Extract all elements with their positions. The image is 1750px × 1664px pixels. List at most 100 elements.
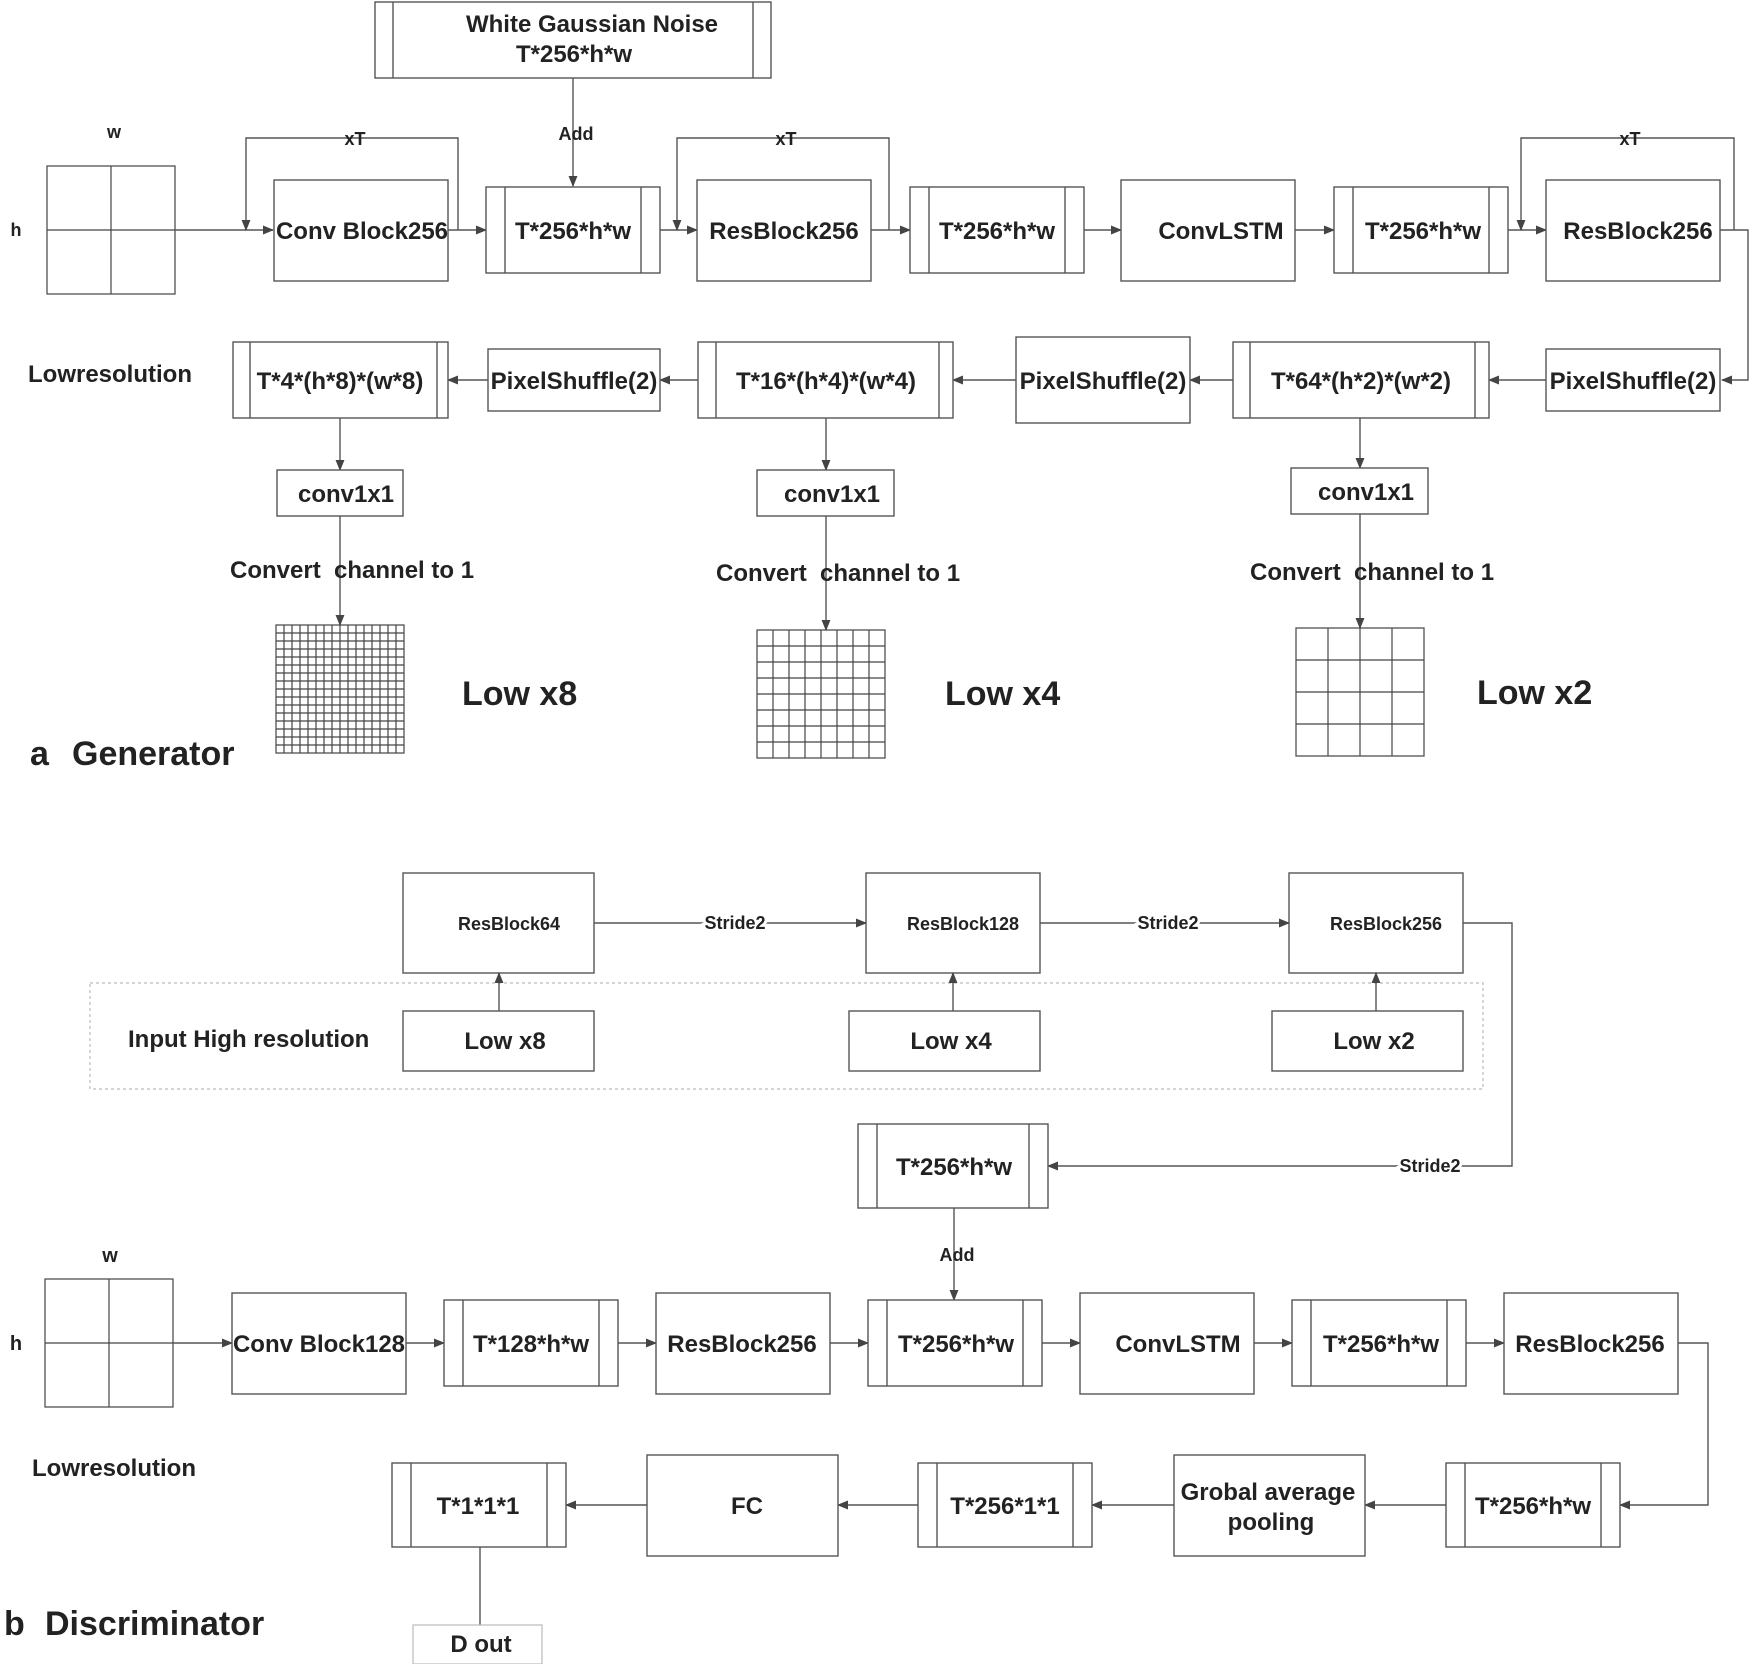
generator-pixelshuffle-2: PixelShuffle(2): [1015, 336, 1191, 424]
disc-input-low-x8: Low x8: [402, 1010, 595, 1072]
noise-title: White Gaussian Noise: [466, 11, 718, 38]
disc-tensor-in: T*256*h*w: [1445, 1462, 1621, 1548]
loop-label-1: xT: [344, 129, 365, 149]
svg-text:ResBlock256: ResBlock256: [1330, 914, 1442, 934]
svg-text:ResBlock256: ResBlock256: [709, 218, 858, 245]
disc-add-label: Add: [940, 1245, 975, 1265]
output-grid-x8: [275, 624, 405, 754]
svg-text:PixelShuffle(2): PixelShuffle(2): [1020, 368, 1187, 395]
svg-text:T*128*h*w: T*128*h*w: [473, 1331, 589, 1358]
noise-tensor-box: White Gaussian Noise T*256*h*w: [374, 1, 772, 79]
noise-add-label: Add: [559, 124, 594, 144]
svg-text:ResBlock256: ResBlock256: [667, 1331, 816, 1358]
disc-section-letter: b: [4, 1605, 25, 1643]
generator-input-height-label: h: [11, 220, 22, 240]
svg-text:ResBlock128: ResBlock128: [907, 914, 1019, 934]
loop-label-3: xT: [1619, 129, 1640, 149]
svg-text:Low x2: Low x2: [1333, 1028, 1414, 1055]
svg-text:ResBlock256: ResBlock256: [1515, 1331, 1664, 1358]
svg-text:T*256*h*w: T*256*h*w: [1323, 1331, 1439, 1358]
svg-text:PixelShuffle(2): PixelShuffle(2): [1550, 368, 1717, 395]
generator-conv1x1-x8: conv1x1: [276, 469, 404, 517]
svg-text:conv1x1: conv1x1: [298, 481, 394, 508]
disc-resblock128: ResBlock128: [865, 872, 1041, 974]
svg-text:ConvLSTM: ConvLSTM: [1115, 1331, 1240, 1358]
generator-tensor-3: T*256*h*w: [1333, 186, 1509, 274]
input-high-resolution-region: [89, 982, 1484, 1090]
generator-tensor-2: T*256*h*w: [909, 186, 1085, 274]
generator-section-title: Generator: [72, 735, 235, 773]
generator-pixelshuffle-3: PixelShuffle(2): [1545, 348, 1721, 412]
disc-input-low-x4: Low x4: [848, 1010, 1041, 1072]
svg-text:T*256*h*w: T*256*h*w: [898, 1331, 1014, 1358]
generator-tensor-1: T*256*h*w: [485, 186, 661, 274]
disc-fc: FC: [646, 1454, 839, 1557]
generator-pixelshuffle-1: PixelShuffle(2): [487, 348, 661, 412]
disc-convblock: Conv Block128: [231, 1292, 407, 1395]
disc-convlstm: ConvLSTM: [1079, 1292, 1255, 1395]
generator-conv1x1-x4: conv1x1: [756, 469, 895, 517]
generator-tensor-x2: T*64*(h*2)*(w*2): [1232, 341, 1490, 419]
disc-input-height-label: h: [10, 1333, 22, 1355]
convert-label-x8: Convert channel to 1: [230, 557, 474, 584]
svg-text:T*64*(h*2)*(w*2): T*64*(h*2)*(w*2): [1271, 368, 1451, 395]
generator-section-letter: a: [30, 735, 50, 773]
generator-input-grid: [46, 165, 176, 295]
svg-text:ResBlock256: ResBlock256: [1563, 218, 1712, 245]
output-label-x8: Low x8: [462, 675, 577, 713]
svg-text:ConvLSTM: ConvLSTM: [1158, 218, 1283, 245]
disc-tensor-pooled: T*256*1*1: [917, 1462, 1093, 1548]
disc-resblock64: ResBlock64: [402, 872, 595, 974]
generator-conv1x1-x2: conv1x1: [1290, 467, 1429, 515]
convert-label-x2: Convert channel to 1: [1250, 559, 1494, 586]
generator-resblock-2: ResBlock256: [1545, 179, 1721, 282]
disc-lowres-label: Lowresolution: [32, 1455, 196, 1482]
svg-text:D out: D out: [450, 1631, 511, 1658]
disc-tensor-3: T*256*h*w: [1291, 1299, 1467, 1387]
svg-text:FC: FC: [731, 1493, 763, 1520]
disc-resblock-2: ResBlock256: [1503, 1292, 1679, 1395]
svg-text:T*4*(h*8)*(w*8): T*4*(h*8)*(w*8): [257, 368, 424, 395]
disc-side-tensor: T*256*h*w: [857, 1123, 1049, 1209]
svg-text:T*256*h*w: T*256*h*w: [939, 218, 1055, 245]
svg-text:T*1*1*1: T*1*1*1: [437, 1493, 520, 1520]
svg-text:ResBlock64: ResBlock64: [458, 914, 560, 934]
stride-label-3: Stride2: [1399, 1156, 1460, 1176]
output-label-x4: Low x4: [945, 675, 1060, 713]
disc-output: D out: [412, 1624, 543, 1664]
svg-text:T*256*h*w: T*256*h*w: [1365, 218, 1481, 245]
generator-tensor-x8: T*4*(h*8)*(w*8): [232, 341, 449, 419]
svg-text:conv1x1: conv1x1: [1318, 479, 1414, 506]
svg-text:Conv Block128: Conv Block128: [233, 1331, 405, 1358]
svg-text:T*256*h*w: T*256*h*w: [515, 218, 631, 245]
disc-resblock-1: ResBlock256: [655, 1292, 831, 1395]
generator-lowres-label: Lowresolution: [28, 361, 192, 388]
svg-text:Conv Block256: Conv Block256: [276, 218, 448, 245]
svg-text:PixelShuffle(2): PixelShuffle(2): [491, 368, 658, 395]
input-high-resolution-label: Input High resolution: [128, 1026, 369, 1053]
disc-input-low-x2: Low x2: [1271, 1010, 1464, 1072]
generator-input-width-label: w: [106, 122, 122, 142]
disc-resblock256-top: ResBlock256: [1288, 872, 1464, 974]
disc-global-average-pooling: Grobal average pooling: [1173, 1454, 1366, 1557]
disc-tensor-1: T*128*h*w: [443, 1299, 619, 1387]
disc-tensor-2: T*256*h*w: [867, 1299, 1043, 1387]
svg-text:Low x4: Low x4: [910, 1028, 992, 1055]
svg-text:T*256*h*w: T*256*h*w: [896, 1154, 1012, 1181]
output-grid-x2: [1295, 627, 1425, 757]
discriminator-panel: Input High resolution ResBlock64 ResBloc…: [4, 872, 1709, 1664]
svg-text:T*256*1*1: T*256*1*1: [950, 1493, 1059, 1520]
svg-text:Grobal average: Grobal average: [1181, 1479, 1356, 1506]
svg-text:conv1x1: conv1x1: [784, 481, 880, 508]
convert-label-x4: Convert channel to 1: [716, 560, 960, 587]
stride-label-2: Stride2: [1137, 913, 1198, 933]
svg-text:T*16*(h*4)*(w*4): T*16*(h*4)*(w*4): [736, 368, 916, 395]
generator-tensor-x4: T*16*(h*4)*(w*4): [697, 341, 954, 419]
disc-input-grid: [44, 1278, 174, 1408]
disc-section-title: Discriminator: [45, 1605, 264, 1643]
generator-resblock-1: ResBlock256: [696, 179, 872, 282]
generator-convblock: Conv Block256: [273, 179, 449, 282]
generator-panel: White Gaussian Noise T*256*h*w Add w h L…: [11, 1, 1749, 773]
svg-text:T*256*h*w: T*256*h*w: [1475, 1493, 1591, 1520]
